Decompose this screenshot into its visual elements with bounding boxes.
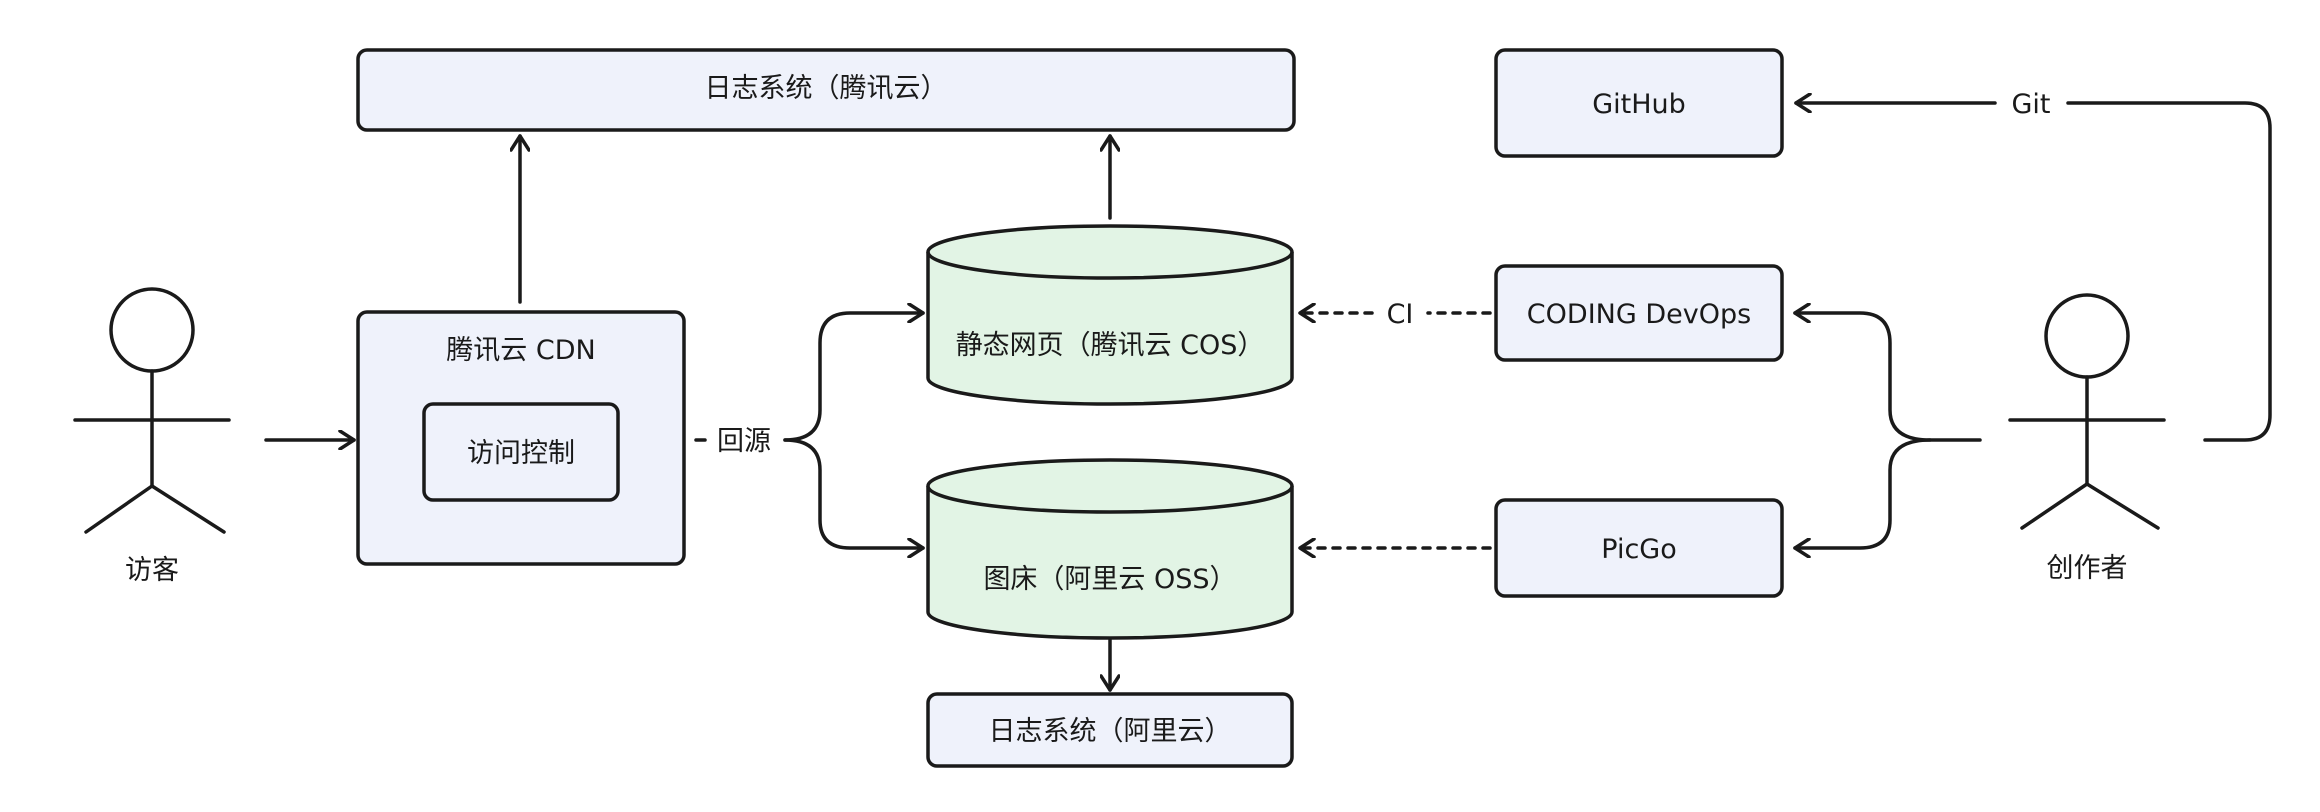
coding-devops-box	[1494, 264, 1784, 362]
github-label: GitHub	[1592, 89, 1686, 120]
visitor-actor-icon	[73, 287, 231, 534]
picgo-box	[1494, 498, 1784, 598]
access-control-box	[422, 402, 620, 502]
author-actor-icon	[2008, 293, 2166, 530]
picgo-label: PicGo	[1601, 534, 1676, 565]
edge-author-to-coding	[1793, 313, 1982, 442]
static-pages-label: 静态网页（腾讯云 COS）	[956, 330, 1265, 361]
image-host-label: 图床（阿里云 OSS）	[983, 564, 1236, 595]
github-box	[1494, 48, 1784, 158]
log-tencent-box	[356, 48, 1296, 132]
edge-author-git-loop	[2066, 101, 2272, 442]
author-label: 创作者	[2047, 553, 2128, 584]
edge-origin-to-oss	[783, 438, 925, 548]
image-host-cylinder-body	[926, 486, 1294, 640]
log-aliyun-box	[926, 692, 1294, 768]
edge-label-back-to-origin: 回源	[717, 426, 771, 457]
visitor-label: 访客	[125, 555, 179, 586]
edge-label-git: Git	[2011, 89, 2050, 120]
log-tencent-label: 日志系统（腾讯云）	[705, 73, 948, 104]
edge-author-to-picgo	[1793, 438, 1932, 548]
static-pages-cylinder-body	[926, 252, 1294, 406]
image-host-cylinder-top	[926, 458, 1294, 514]
coding-devops-label: CODING DevOps	[1527, 299, 1751, 330]
static-pages-cylinder-top	[926, 224, 1294, 280]
access-control-label: 访问控制	[467, 438, 575, 469]
edge-label-ci: CI	[1387, 299, 1414, 330]
tencent-cdn-label: 腾讯云 CDN	[446, 335, 595, 366]
log-aliyun-label: 日志系统（阿里云）	[989, 716, 1232, 747]
edge-origin-to-cos	[783, 313, 925, 442]
